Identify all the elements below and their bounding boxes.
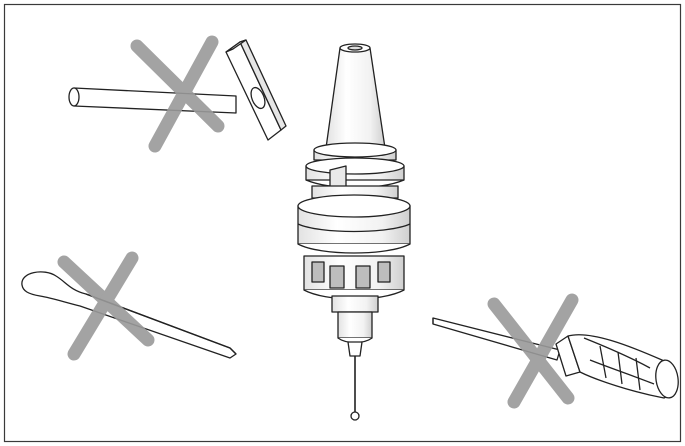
touch-probe-icon — [297, 43, 411, 421]
hammer-icon — [68, 39, 287, 141]
hammer-cross — [130, 35, 225, 153]
tire-lever-cross — [57, 251, 155, 361]
screwdriver-icon — [432, 317, 679, 399]
screwdriver-cross — [487, 293, 579, 409]
